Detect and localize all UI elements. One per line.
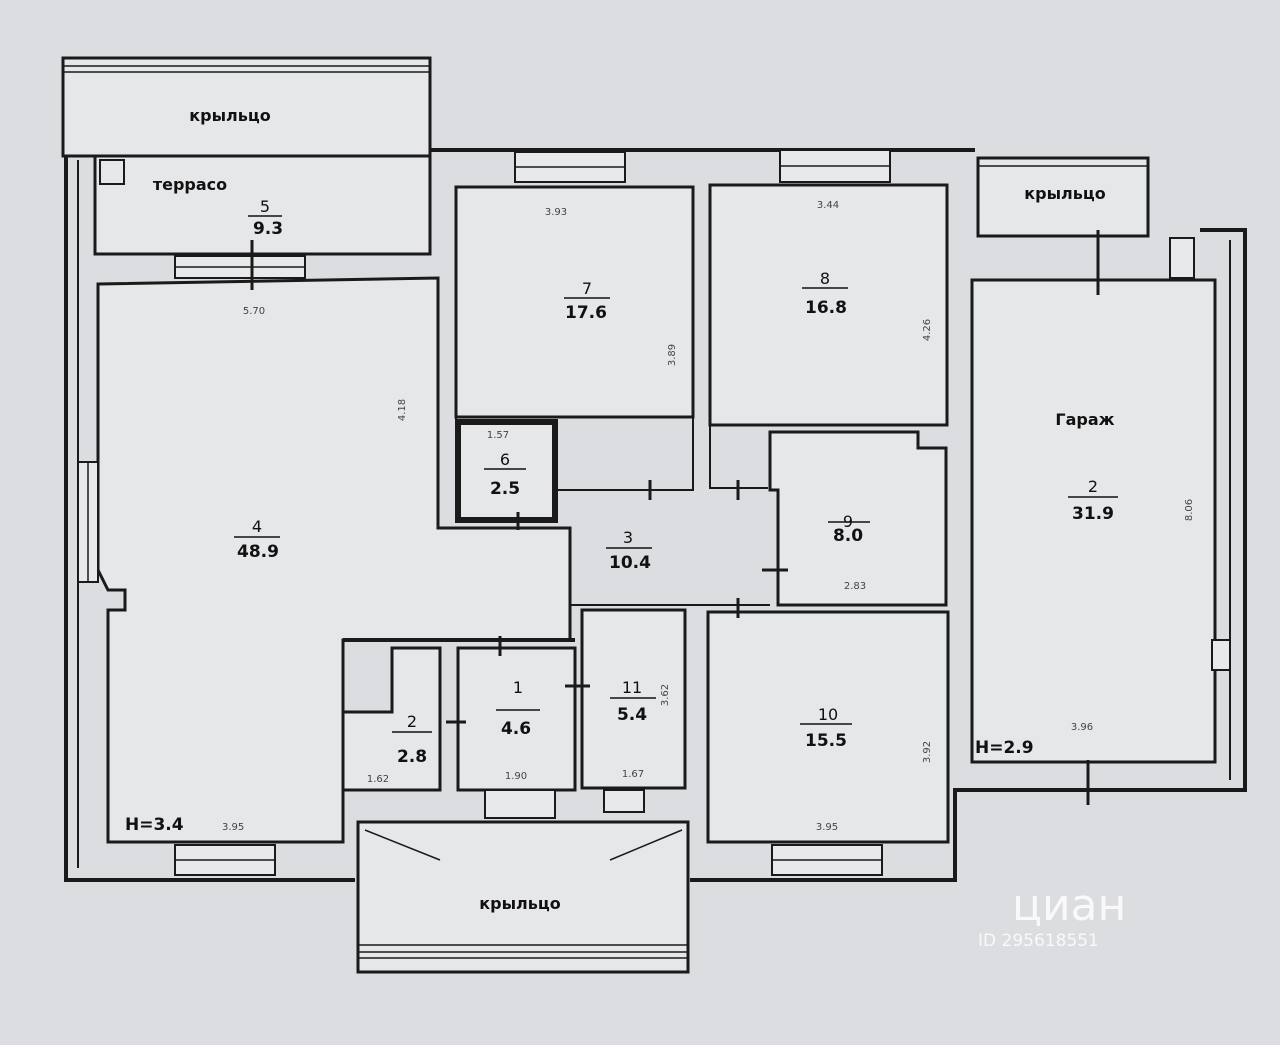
room-9-area: 8.0 bbox=[833, 526, 863, 546]
dim-362: 3.62 bbox=[660, 684, 671, 706]
room-5-area: 9.3 bbox=[253, 219, 283, 239]
height-right: Н=2.9 bbox=[975, 738, 1034, 758]
height-left: Н=3.4 bbox=[125, 815, 184, 835]
room-7-number: 7 bbox=[582, 279, 592, 298]
room-6-area: 2.5 bbox=[490, 479, 520, 499]
room-4: 4 48.9 5.70 4.18 Н=3.4 3.95 bbox=[96, 276, 572, 844]
dim-395b: 3.95 bbox=[222, 822, 244, 833]
outer-walls bbox=[64, 148, 1247, 882]
room-7: 3.93 7 17.6 3.89 bbox=[454, 185, 695, 491]
room-7-area: 17.6 bbox=[565, 303, 607, 323]
room-9: 9 8.0 2.83 bbox=[768, 430, 948, 607]
doors bbox=[250, 230, 1100, 805]
room-1: 1 4.6 1.90 bbox=[456, 646, 577, 792]
dim-426: 4.26 bbox=[922, 319, 933, 341]
porch-bottom-label: крыльцо bbox=[479, 894, 560, 913]
room-2-small: 2 2.8 1.62 bbox=[341, 646, 442, 792]
dim-570: 5.70 bbox=[243, 306, 265, 317]
dim-162: 1.62 bbox=[367, 774, 389, 785]
room-1-area: 4.6 bbox=[501, 719, 531, 739]
room-11-area: 5.4 bbox=[617, 705, 647, 725]
room-2-number: 2 bbox=[407, 712, 417, 731]
watermark: циан ID 295618551 bbox=[978, 880, 1126, 951]
dim-806: 8.06 bbox=[1184, 499, 1195, 521]
room-4-number: 4 bbox=[252, 517, 262, 536]
garage-name: Гараж bbox=[1055, 410, 1114, 429]
room-5-number: 5 bbox=[260, 197, 270, 216]
dim-190: 1.90 bbox=[505, 771, 527, 782]
room-6: 1.57 6 2.5 bbox=[455, 419, 558, 523]
room-3-area: 10.4 bbox=[609, 553, 651, 573]
dim-396: 3.96 bbox=[1071, 722, 1093, 733]
dim-344: 3.44 bbox=[817, 200, 839, 211]
porch-top-left: крыльцо bbox=[61, 56, 432, 158]
porch-top-right-label: крыльцо bbox=[1024, 184, 1105, 203]
room-5-terrace: террасо 5 9.3 bbox=[93, 154, 432, 256]
dim-392: 3.92 bbox=[922, 741, 933, 763]
dim-283: 2.83 bbox=[844, 581, 866, 592]
room-4-area: 48.9 bbox=[237, 542, 279, 562]
room-10-area: 15.5 bbox=[805, 731, 847, 751]
room-10: 10 15.5 3.92 3.95 bbox=[706, 610, 950, 844]
room-11-number: 11 bbox=[622, 678, 642, 697]
dim-418: 4.18 bbox=[397, 399, 408, 421]
room-1-number: 1 bbox=[513, 678, 523, 697]
room-11: 11 5.4 1.67 3.62 bbox=[580, 608, 687, 790]
dim-395: 3.95 bbox=[816, 822, 838, 833]
porch-bottom: крыльцо bbox=[356, 820, 690, 974]
room-8: 3.44 8 16.8 4.26 bbox=[708, 183, 949, 489]
room-2-area: 2.8 bbox=[397, 747, 427, 767]
windows bbox=[77, 149, 1231, 876]
room-8-number: 8 bbox=[820, 269, 830, 288]
porch-top-left-label: крыльцо bbox=[189, 106, 270, 125]
watermark-brand: циан bbox=[1012, 880, 1126, 931]
porch-top-right: крыльцо bbox=[976, 156, 1150, 238]
dim-393: 3.93 bbox=[545, 207, 567, 218]
dim-389: 3.89 bbox=[667, 344, 678, 366]
room-3-number: 3 bbox=[623, 528, 633, 547]
watermark-id: ID 295618551 bbox=[978, 931, 1099, 951]
dim-157: 1.57 bbox=[487, 430, 509, 441]
garage-number: 2 bbox=[1088, 477, 1098, 496]
room-garage: Гараж 2 31.9 8.06 Н=2.9 3.96 bbox=[970, 278, 1217, 764]
dim-167: 1.67 bbox=[622, 769, 644, 780]
room-6-number: 6 bbox=[500, 450, 510, 469]
room-5-name: террасо bbox=[153, 175, 227, 194]
room-8-area: 16.8 bbox=[805, 298, 847, 318]
garage-area: 31.9 bbox=[1072, 504, 1114, 524]
room-10-number: 10 bbox=[818, 705, 838, 724]
